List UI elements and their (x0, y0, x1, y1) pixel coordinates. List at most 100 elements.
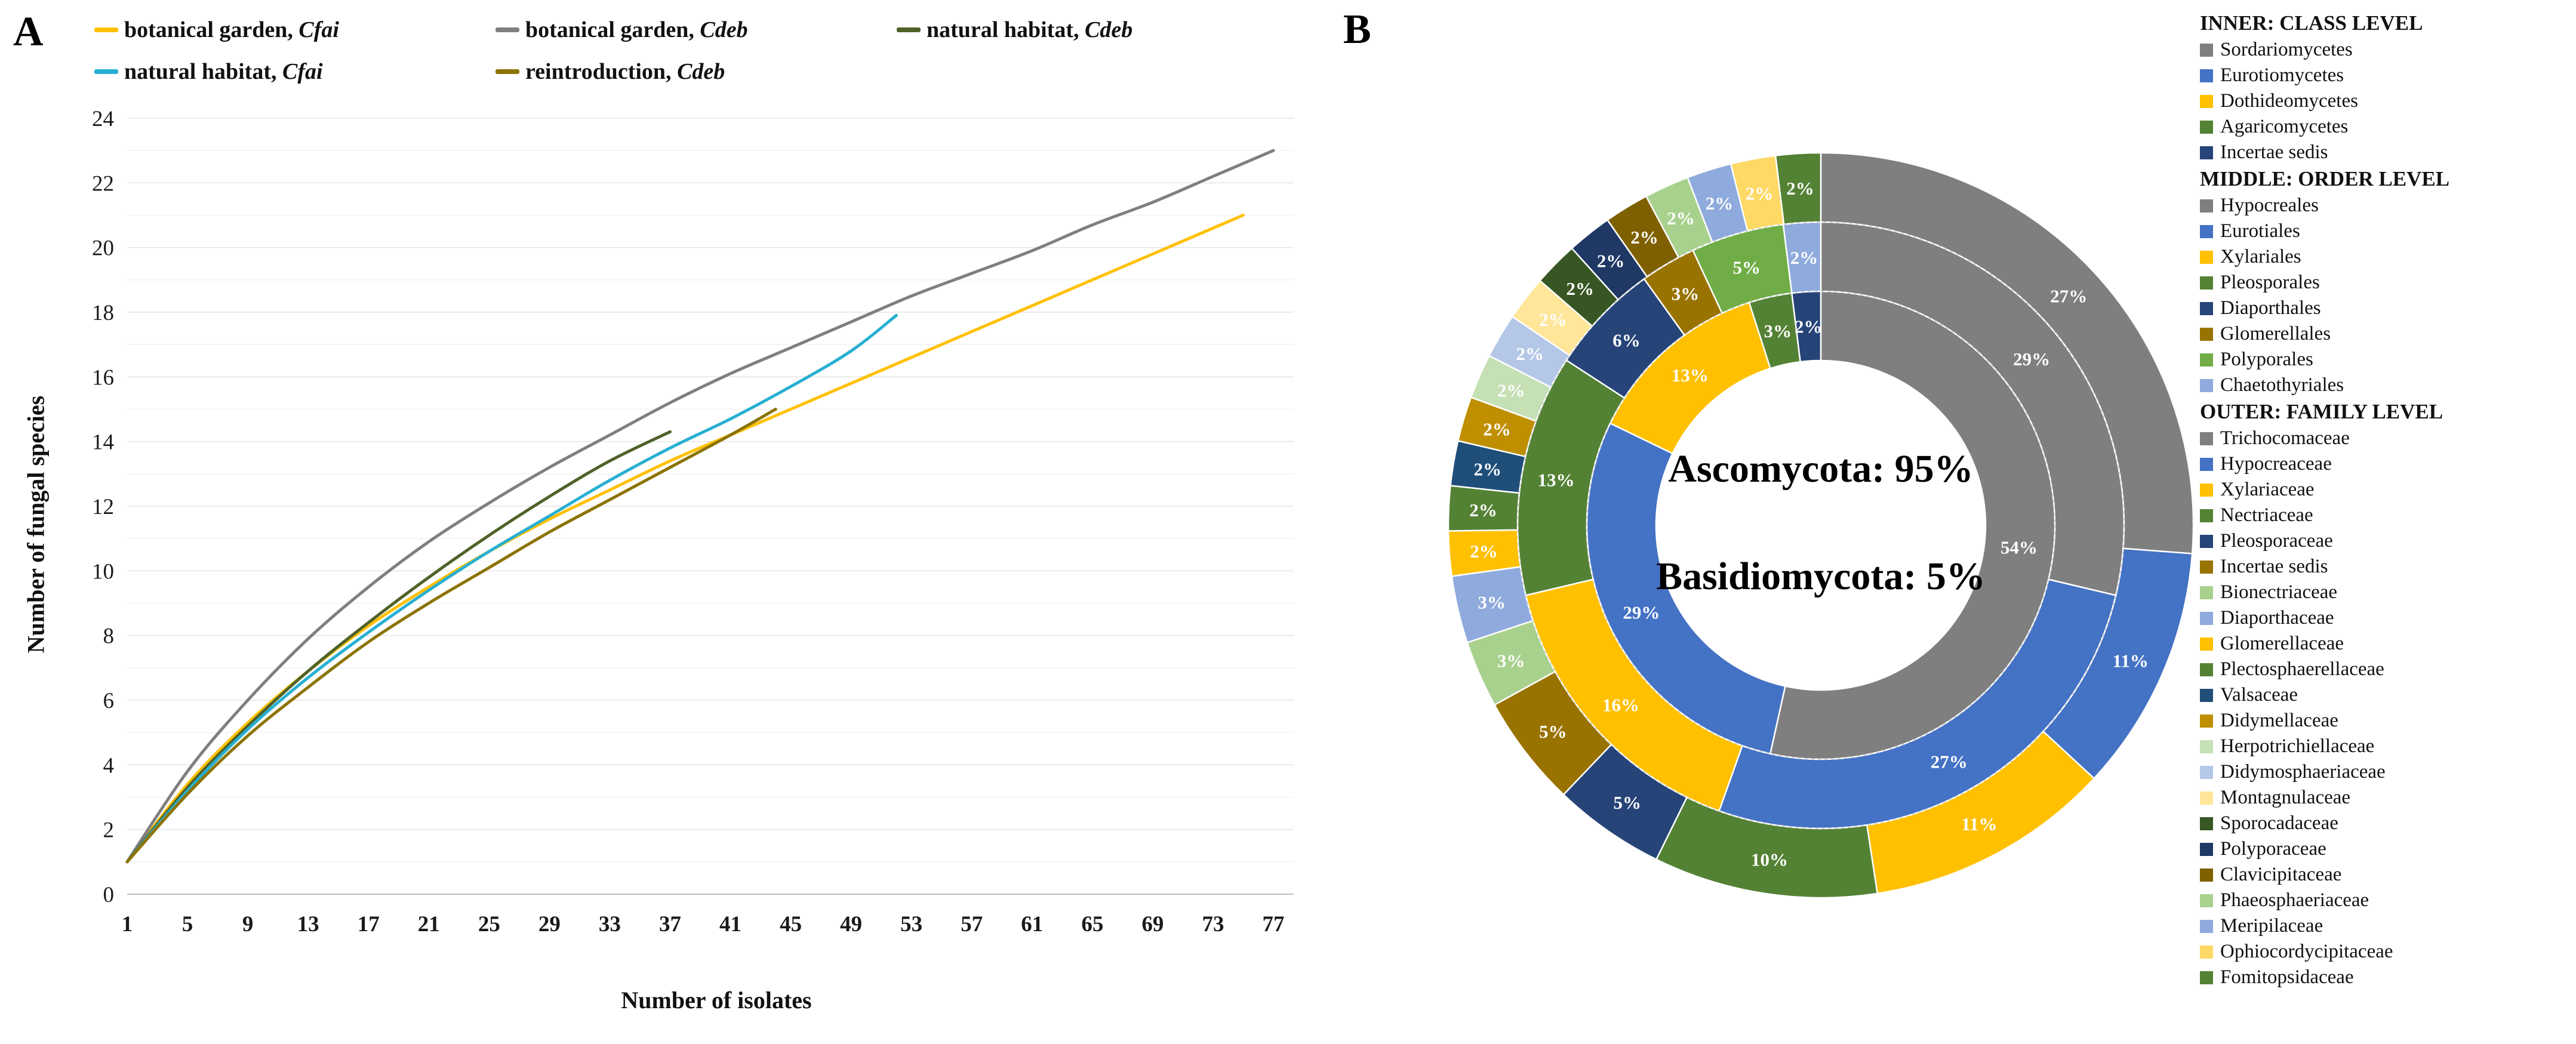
legend-label: reintroduction, Cdeb (525, 59, 725, 84)
legend-label: Diaporthaceae (2220, 607, 2334, 629)
donut-segment-value-middle-hypocreales: 29% (2013, 349, 2050, 369)
legend-label: Fomitopsidaceae (2220, 966, 2354, 988)
legend-label: Pleosporaceae (2220, 530, 2333, 552)
legend-swatch-icon (2200, 765, 2213, 779)
legend-swatch-icon (2200, 663, 2213, 676)
legend-item-outer-incertae-sedis: Incertae sedis (2200, 554, 2573, 580)
taxonomy-donut-chart: 54%29%13%3%2%29%27%16%13%6%3%5%2%27%11%1… (1447, 152, 2195, 899)
legend-label: Sporocadaceae (2220, 812, 2338, 834)
series-line-reintroduction-cdeb (125, 408, 777, 864)
legend-item-outer-trichocomaceae: Trichocomaceae (2200, 426, 2573, 451)
legend-label: natural habitat, Cfai (124, 59, 323, 84)
legend-item-middle-diaporthales: Diaporthales (2200, 295, 2573, 321)
legend-label: Eurotiomycetes (2220, 64, 2344, 86)
x-tick-label: 69 (1141, 912, 1164, 937)
legend-swatch-icon (2200, 842, 2213, 856)
legend-swatch-icon (2200, 250, 2213, 264)
donut-segment-value-outer-glomerellaceae: 2% (1470, 541, 1498, 562)
legend-label: Xylariaceae (2220, 479, 2315, 500)
legend-item-outer-meripilaceae: Meripilaceae (2200, 913, 2573, 939)
legend-swatch-icon (2200, 740, 2213, 753)
legend-item-outer-plectosphaerellaceae: Plectosphaerellaceae (2200, 657, 2573, 682)
legend-swatch-icon (2200, 146, 2213, 159)
legend-label: Chaetothyriales (2220, 374, 2344, 396)
legend-swatch-icon (2200, 483, 2213, 497)
donut-segment-value-middle-chaetothyriales: 2% (1790, 247, 1818, 268)
legend-item-outer-valsaceae: Valsaceae (2200, 682, 2573, 708)
legend-swatch-icon (2200, 301, 2213, 315)
legend-item-inner-incertae-sedis: Incertae sedis (2200, 140, 2573, 165)
legend-swatch-icon (495, 69, 519, 74)
legend-label: Plectosphaerellaceae (2220, 658, 2384, 680)
legend-item-outer-pleosporaceae: Pleosporaceae (2200, 528, 2573, 554)
panel-b-taxonomy-donut: B 54%29%13%3%2%29%27%16%13%6%3%5%2%27%11… (1325, 0, 2576, 1044)
donut-segment-value-outer-didymosphaeriaceae: 2% (1516, 343, 1544, 364)
y-tick-label: 12 (92, 495, 114, 519)
legend-label: Pleosporales (2220, 272, 2320, 293)
legend-item-outer-fomitopsidaceae: Fomitopsidaceae (2200, 965, 2573, 990)
legend-item-outer-diaporthaceae: Diaporthaceae (2200, 605, 2573, 631)
legend-label: Valsaceae (2220, 684, 2298, 706)
legend-item-outer-montagnulaceae: Montagnulaceae (2200, 785, 2573, 811)
donut-segment-value-outer-ophiocordycipitaceae: 2% (1746, 183, 1774, 204)
series-line-botanical-garden-cdeb (125, 149, 1275, 864)
donut-segment-value-outer-plectosphaerellaceae: 2% (1469, 500, 1497, 521)
legend-item-reintroduction-cdeb: reintroduction, Cdeb (495, 58, 897, 85)
legend-swatch-icon (2200, 224, 2213, 238)
panel-a-label: A (13, 9, 44, 55)
donut-segment-value-outer-nectriaceae: 10% (1751, 849, 1788, 870)
legend-label: Didymellaceae (2220, 710, 2338, 731)
legend-item-outer-bionectriaceae: Bionectriaceae (2200, 580, 2573, 605)
donut-segment-value-outer-sporocadaceae: 2% (1566, 278, 1594, 299)
donut-segment-value-inner-incertae-sedis: 2% (1795, 316, 1823, 337)
y-tick-label: 2 (103, 818, 115, 843)
legend-item-middle-glomerellales: Glomerellales (2200, 321, 2573, 347)
donut-segment-value-middle-eurotiales: 27% (1931, 751, 1968, 772)
legend-label: Diaporthales (2220, 297, 2321, 319)
x-tick-label: 73 (1202, 912, 1224, 937)
x-tick-label: 5 (182, 912, 193, 937)
legend-swatch-icon (2200, 199, 2213, 213)
legend-item-natural-habitat-cdeb: natural habitat, Cdeb (897, 17, 1288, 43)
y-tick-label: 4 (103, 753, 115, 778)
legend-item-natural-habitat-cfai: natural habitat, Cfai (94, 58, 495, 85)
donut-segment-value-inner-dothideomycetes: 13% (1672, 365, 1709, 386)
legend-swatch-icon (2200, 120, 2213, 134)
legend-item-outer-nectriaceae: Nectriaceae (2200, 503, 2573, 528)
donut-segment-value-outer-pleosporaceae: 5% (1613, 792, 1641, 813)
legend-item-outer-sporocadaceae: Sporocadaceae (2200, 811, 2573, 836)
legend-swatch-icon (2200, 791, 2213, 805)
x-tick-label: 25 (478, 912, 500, 937)
y-tick-label: 24 (92, 107, 114, 131)
legend-swatch-icon (2200, 919, 2213, 933)
donut-segment-value-outer-xylariaceae: 11% (1961, 814, 1997, 834)
donut-segment-value-outer-valsaceae: 2% (1474, 459, 1502, 480)
legend-swatch-icon (2200, 276, 2213, 290)
legend-swatch-icon (2200, 432, 2213, 445)
x-tick-label: 41 (719, 912, 741, 937)
legend-label: Glomerellaceae (2220, 633, 2344, 654)
donut-segment-value-outer-incertae-sedis: 5% (1539, 721, 1567, 742)
x-tick-label: 1 (122, 912, 133, 937)
x-tick-label: 45 (780, 912, 802, 937)
legend-swatch-icon (897, 27, 921, 32)
donut-segment-value-middle-pleosporales: 13% (1538, 469, 1575, 490)
legend-swatch-icon (2200, 817, 2213, 830)
legend-header-middle: MIDDLE: ORDER LEVEL (2200, 167, 2450, 190)
legend-label: natural habitat, Cdeb (927, 17, 1133, 42)
legend-item-middle-hypocreales: Hypocreales (2200, 193, 2573, 218)
legend-item-outer-phaeosphaeriaceae: Phaeosphaeriaceae (2200, 888, 2573, 913)
legend-item-outer-didymellaceae: Didymellaceae (2200, 708, 2573, 734)
series-line-natural-habitat-cfai (125, 313, 898, 864)
donut-segment-value-outer-clavicipitaceae: 2% (1630, 227, 1658, 248)
donut-segment-value-outer-didymellaceae: 2% (1483, 418, 1511, 439)
legend-label: Xylariales (2220, 246, 2301, 267)
donut-segment-value-outer-bionectriaceae: 3% (1497, 651, 1525, 672)
legend-swatch-icon (2200, 457, 2213, 471)
x-tick-label: 37 (659, 912, 681, 937)
donut-segment-value-outer-montagnulaceae: 2% (1539, 309, 1567, 330)
legend-label: Sordariomycetes (2220, 39, 2353, 60)
legend-swatch-icon (2200, 971, 2213, 984)
legend-item-outer-hypocreaceae: Hypocreaceae (2200, 451, 2573, 477)
legend-item-middle-xylariales: Xylariales (2200, 244, 2573, 270)
